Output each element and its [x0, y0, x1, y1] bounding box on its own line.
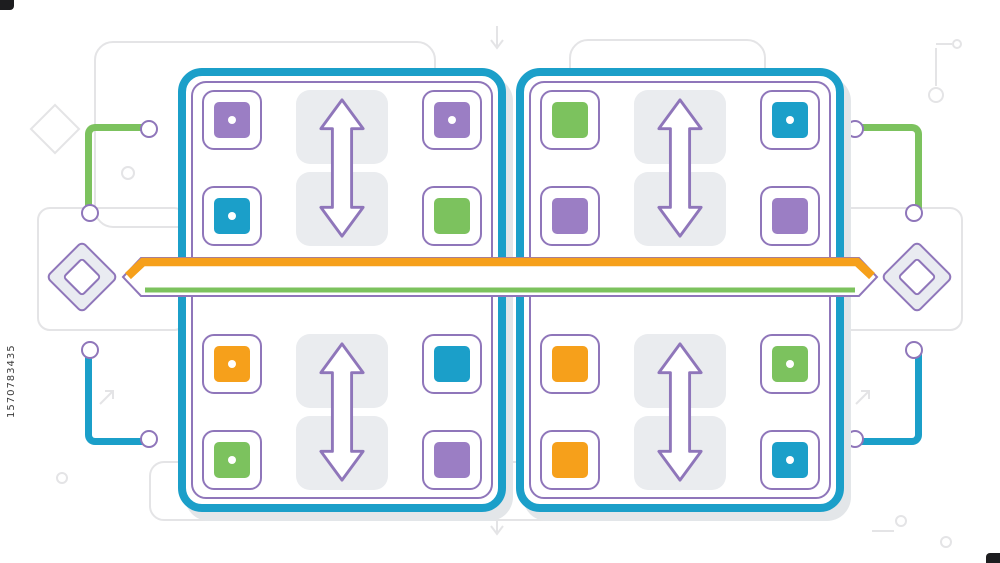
pin-dot — [786, 116, 794, 124]
connector-node — [81, 204, 99, 222]
chip-blue — [772, 102, 808, 138]
up-down-arrow-icon — [319, 342, 365, 482]
chip-blue — [214, 198, 250, 234]
chip-blue — [434, 346, 470, 382]
connector-node — [81, 341, 99, 359]
connector-bracket-top-right — [853, 124, 922, 217]
bg-down-arrow-bottom-icon — [490, 512, 504, 536]
connector-node — [140, 120, 158, 138]
pin-dot — [786, 456, 794, 464]
exchange-arrow-module — [634, 334, 726, 490]
up-down-arrow-icon — [657, 342, 703, 482]
chip-orange — [214, 346, 250, 382]
corner-mark — [0, 0, 14, 10]
chip-cell-purple — [422, 90, 482, 150]
chip-orange — [552, 442, 588, 478]
chip-cell-purple — [760, 186, 820, 246]
bg-circle-node — [56, 472, 68, 484]
connector-node — [905, 341, 923, 359]
chip-cell-purple — [540, 186, 600, 246]
cell-column-right — [760, 334, 820, 490]
chip-green — [772, 346, 808, 382]
connector-node — [846, 430, 864, 448]
cell-column-right — [760, 90, 820, 246]
chip-cell-green — [760, 334, 820, 394]
connector-node — [846, 120, 864, 138]
chip-purple — [772, 198, 808, 234]
bg-circle-node — [928, 87, 944, 103]
bg-diagonal-arrow-left-icon — [99, 390, 114, 405]
connector-node — [905, 204, 923, 222]
cell-column-left — [202, 90, 262, 246]
chip-purple — [434, 102, 470, 138]
chip-green — [214, 442, 250, 478]
cell-column-left — [540, 334, 600, 490]
end-diamond-left-inner — [62, 257, 102, 297]
quadrant-left-top — [202, 90, 482, 246]
connector-bracket-top-left — [85, 124, 154, 217]
exchange-arrow-module — [296, 334, 388, 490]
pin-dot — [228, 360, 236, 368]
chip-cell-purple — [202, 90, 262, 150]
pin-dot — [448, 116, 456, 124]
chip-cell-purple — [422, 430, 482, 490]
chip-blue — [772, 442, 808, 478]
chip-purple — [434, 442, 470, 478]
bg-diagonal-arrow-right-icon — [855, 390, 870, 405]
quadrant-left-bottom — [202, 334, 482, 490]
cell-column-left — [202, 334, 262, 490]
pin-dot — [228, 116, 236, 124]
connector-node — [140, 430, 158, 448]
up-down-arrow-icon — [319, 98, 365, 238]
bus-orange-line — [125, 257, 875, 280]
cell-column-left — [540, 90, 600, 246]
quadrant-right-bottom — [540, 334, 820, 490]
bg-circle-node — [940, 536, 952, 548]
pin-dot — [228, 212, 236, 220]
bus-outline — [121, 257, 879, 297]
chip-green — [434, 198, 470, 234]
exchange-arrow-module — [634, 90, 726, 246]
chip-cell-orange — [540, 430, 600, 490]
chip-cell-green — [422, 186, 482, 246]
up-down-arrow-icon — [657, 98, 703, 238]
chip-cell-green — [540, 90, 600, 150]
chip-orange — [552, 346, 588, 382]
end-diamond-right-inner — [897, 257, 937, 297]
chip-cell-blue — [760, 430, 820, 490]
chip-cell-orange — [202, 334, 262, 394]
stock-id-watermark: 1570783435 — [6, 344, 17, 418]
chip-purple — [214, 102, 250, 138]
chip-cell-blue — [760, 90, 820, 150]
pin-dot — [228, 456, 236, 464]
connector-bracket-bottom-right — [853, 352, 922, 445]
bg-circle-node — [952, 39, 962, 49]
bg-down-arrow-top-icon — [490, 26, 504, 50]
bg-circle-node — [121, 166, 135, 180]
chip-cell-green — [202, 430, 262, 490]
quadrant-right-top — [540, 90, 820, 246]
cell-column-right — [422, 334, 482, 490]
chip-cell-orange — [540, 334, 600, 394]
cell-column-right — [422, 90, 482, 246]
connector-bracket-bottom-left — [85, 352, 154, 445]
chip-cell-blue — [422, 334, 482, 394]
bg-diamond-outline — [29, 103, 81, 155]
central-bus-ribbon — [121, 257, 879, 297]
pin-dot — [786, 360, 794, 368]
bg-circle-node — [895, 515, 907, 527]
chip-purple — [552, 198, 588, 234]
corner-mark — [986, 553, 1000, 563]
chip-green — [552, 102, 588, 138]
chip-cell-blue — [202, 186, 262, 246]
exchange-arrow-module — [296, 90, 388, 246]
